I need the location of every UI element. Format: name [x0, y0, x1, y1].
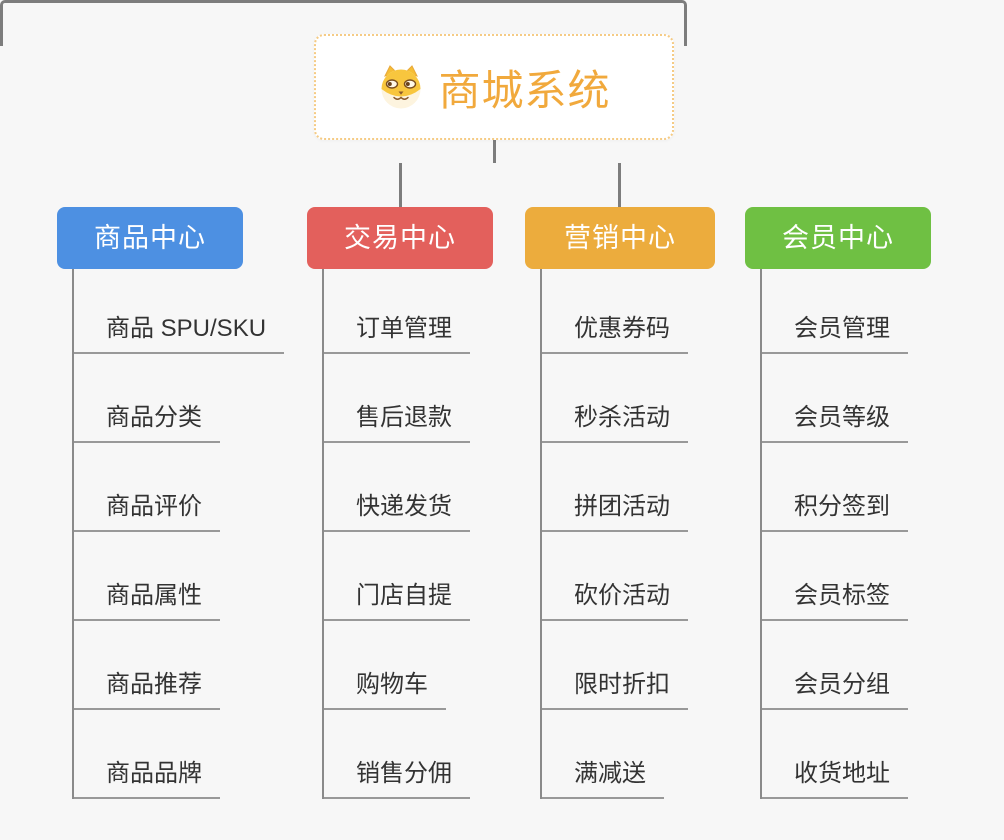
leaf-label[interactable]: 会员标签 [762, 582, 908, 621]
leaf-node[interactable]: 商品评价 [74, 443, 307, 532]
leaf-label[interactable]: 购物车 [324, 671, 446, 710]
leaf-node[interactable]: 收货地址 [762, 710, 995, 799]
leaf-node[interactable]: 商品推荐 [74, 621, 307, 710]
leaf-label[interactable]: 积分签到 [762, 493, 908, 532]
leaf-node[interactable]: 优惠券码 [542, 269, 775, 354]
leaf-node[interactable]: 限时折扣 [542, 621, 775, 710]
leaf-label[interactable]: 商品属性 [74, 582, 220, 621]
leaf-label[interactable]: 门店自提 [324, 582, 470, 621]
branch-product-center: 商品中心 商品 SPU/SKU 商品分类 商品评价 商品属性 商品推荐 商品品牌 [57, 207, 307, 799]
leaf-label[interactable]: 拼团活动 [542, 493, 688, 532]
root-title: 商城系统 [438, 66, 611, 114]
leaf-label[interactable]: 快递发货 [324, 493, 470, 532]
leaf-node[interactable]: 会员管理 [762, 269, 995, 354]
leaf-label[interactable]: 满减送 [542, 760, 664, 799]
leaf-node[interactable]: 订单管理 [324, 269, 557, 354]
connector-root-stub [493, 138, 496, 163]
leaf-node[interactable]: 售后退款 [324, 354, 557, 443]
branch-children: 商品 SPU/SKU 商品分类 商品评价 商品属性 商品推荐 商品品牌 [72, 269, 307, 799]
branch-node-member[interactable]: 会员中心 [745, 207, 931, 269]
connector-bus [0, 0, 687, 46]
leaf-label[interactable]: 商品分类 [74, 404, 220, 443]
branch-trade-center: 交易中心 订单管理 售后退款 快递发货 门店自提 购物车 销售分佣 [307, 207, 557, 799]
leaf-label[interactable]: 商品 SPU/SKU [74, 315, 285, 354]
connector-drop-marketing [618, 163, 621, 207]
leaf-label[interactable]: 秒杀活动 [542, 404, 688, 443]
root-node[interactable]: 商城系统 [314, 34, 674, 140]
leaf-node[interactable]: 会员等级 [762, 354, 995, 443]
leaf-node[interactable]: 满减送 [542, 710, 775, 799]
leaf-node[interactable]: 商品 SPU/SKU [74, 269, 307, 354]
connector-drop-trade [399, 163, 402, 207]
leaf-node[interactable]: 购物车 [324, 621, 557, 710]
branch-member-center: 会员中心 会员管理 会员等级 积分签到 会员标签 会员分组 收货地址 [745, 207, 995, 799]
leaf-label[interactable]: 订单管理 [324, 315, 470, 354]
leaf-node[interactable]: 砍价活动 [542, 532, 775, 621]
leaf-node[interactable]: 销售分佣 [324, 710, 557, 799]
leaf-label[interactable]: 商品评价 [74, 493, 220, 532]
leaf-label[interactable]: 售后退款 [324, 404, 470, 443]
leaf-node[interactable]: 秒杀活动 [542, 354, 775, 443]
leaf-node[interactable]: 门店自提 [324, 532, 557, 621]
shiba-dog-icon [381, 65, 421, 109]
branch-node-trade[interactable]: 交易中心 [307, 207, 493, 269]
leaf-label[interactable]: 销售分佣 [324, 760, 470, 799]
branch-marketing-center: 营销中心 优惠券码 秒杀活动 拼团活动 砍价活动 限时折扣 满减送 [525, 207, 775, 799]
branch-children: 订单管理 售后退款 快递发货 门店自提 购物车 销售分佣 [322, 269, 557, 799]
leaf-label[interactable]: 会员分组 [762, 671, 908, 710]
leaf-label[interactable]: 商品推荐 [74, 671, 220, 710]
leaf-node[interactable]: 商品属性 [74, 532, 307, 621]
branch-node-marketing[interactable]: 营销中心 [525, 207, 715, 269]
leaf-label[interactable]: 砍价活动 [542, 582, 688, 621]
leaf-label[interactable]: 收货地址 [762, 760, 908, 799]
branch-children: 优惠券码 秒杀活动 拼团活动 砍价活动 限时折扣 满减送 [540, 269, 775, 799]
branch-node-product[interactable]: 商品中心 [57, 207, 243, 269]
leaf-label[interactable]: 会员管理 [762, 315, 908, 354]
leaf-label[interactable]: 会员等级 [762, 404, 908, 443]
leaf-label[interactable]: 优惠券码 [542, 315, 688, 354]
leaf-label[interactable]: 商品品牌 [74, 760, 220, 799]
leaf-node[interactable]: 快递发货 [324, 443, 557, 532]
branch-children: 会员管理 会员等级 积分签到 会员标签 会员分组 收货地址 [760, 269, 995, 799]
leaf-node[interactable]: 会员分组 [762, 621, 995, 710]
leaf-label[interactable]: 限时折扣 [542, 671, 688, 710]
leaf-node[interactable]: 积分签到 [762, 443, 995, 532]
leaf-node[interactable]: 商品分类 [74, 354, 307, 443]
leaf-node[interactable]: 会员标签 [762, 532, 995, 621]
leaf-node[interactable]: 拼团活动 [542, 443, 775, 532]
leaf-node[interactable]: 商品品牌 [74, 710, 307, 799]
